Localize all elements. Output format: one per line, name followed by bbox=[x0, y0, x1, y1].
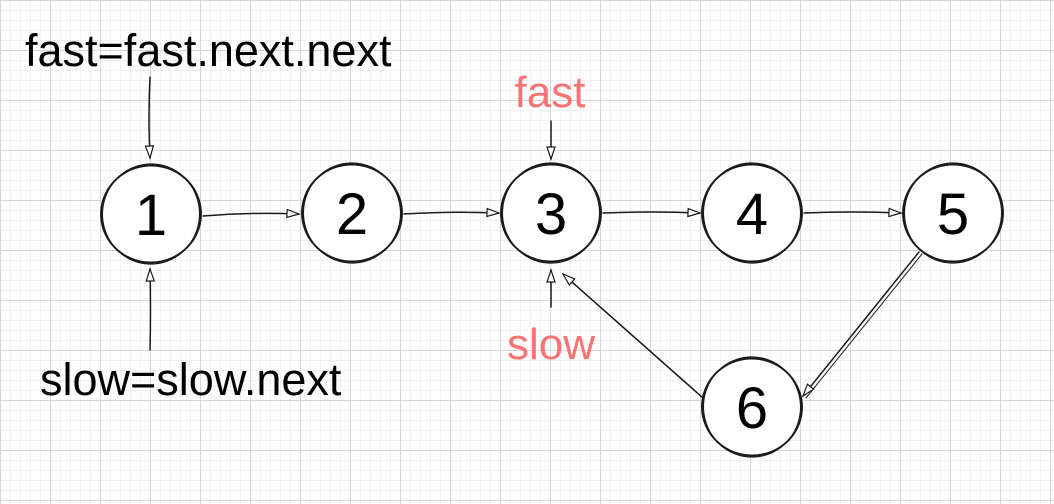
fast-pointer-label: fast bbox=[514, 68, 586, 117]
slow-update-statement: slow=slow.next bbox=[40, 354, 342, 405]
edge-5-6 bbox=[801, 251, 920, 398]
edge-5-6-sketch bbox=[805, 253, 923, 399]
node-2: 2 bbox=[301, 162, 403, 264]
node-5: 5 bbox=[902, 162, 1004, 264]
node-5-label: 5 bbox=[937, 182, 969, 247]
node-4: 4 bbox=[701, 162, 803, 264]
node-4-label: 4 bbox=[736, 182, 768, 247]
node-2-label: 2 bbox=[336, 182, 368, 247]
edges bbox=[144, 76, 923, 401]
node-6-label: 6 bbox=[736, 376, 768, 441]
edge-6-3 bbox=[561, 272, 703, 398]
edge-4-5 bbox=[803, 207, 903, 218]
slow-statement-arrow bbox=[145, 267, 156, 351]
fast-statement-arrow bbox=[144, 76, 155, 160]
node-1: 1 bbox=[100, 163, 202, 265]
fast-update-statement: fast=fast.next.next bbox=[25, 25, 392, 76]
node-6: 6 bbox=[701, 356, 803, 458]
edge-1-2 bbox=[202, 208, 301, 219]
node-3-label: 3 bbox=[535, 182, 567, 247]
slow-pointer-label: slow bbox=[506, 320, 596, 369]
edge-3-4 bbox=[602, 207, 702, 218]
node-1-label: 1 bbox=[135, 183, 167, 248]
node-3: 3 bbox=[500, 162, 602, 264]
edge-2-3 bbox=[403, 207, 501, 218]
